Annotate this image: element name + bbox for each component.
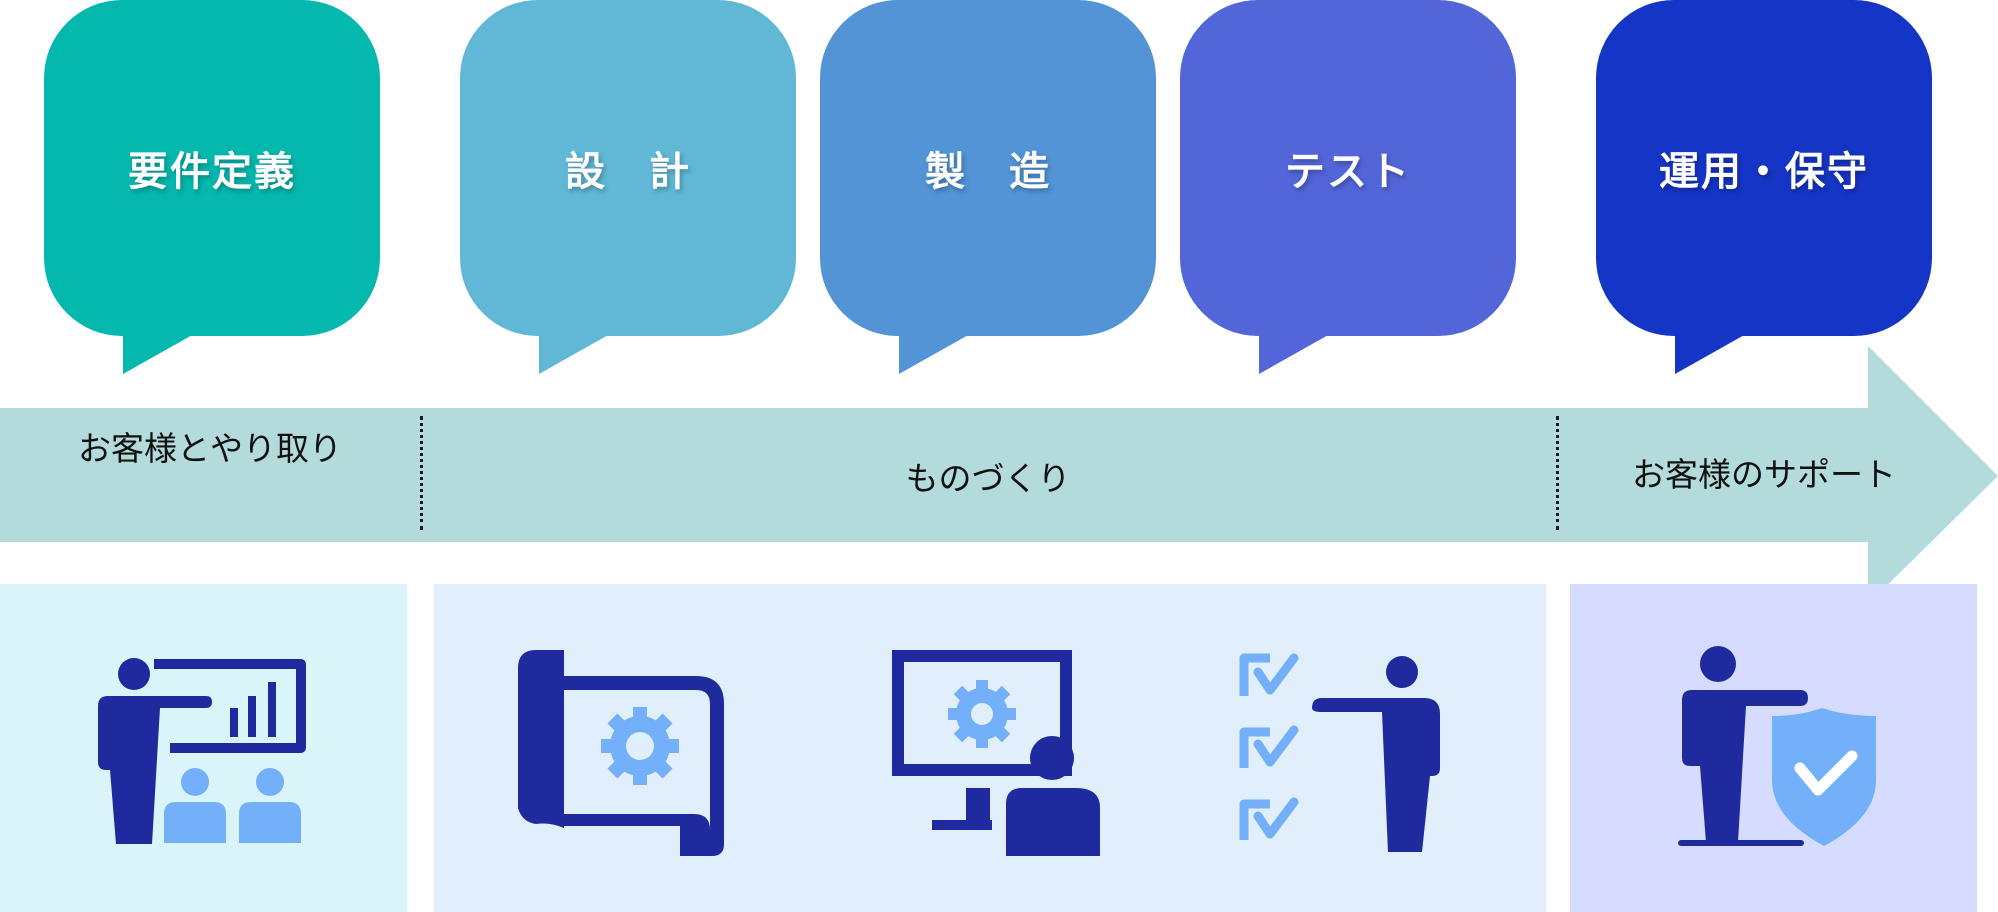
- bubble-tail: [539, 320, 610, 374]
- phase-bubble: 設 計: [460, 0, 796, 336]
- gear-tooth: [653, 759, 673, 779]
- segment-divider: [420, 416, 423, 530]
- phase-design: 設 計: [460, 0, 796, 374]
- gear-tooth: [653, 713, 673, 733]
- phase-operations: 運用・保守: [1596, 0, 1932, 374]
- gear-tooth: [607, 759, 627, 779]
- segment-customer-support: お客様のサポート: [1632, 455, 1896, 494]
- phase-label: テスト: [1285, 149, 1411, 195]
- segment-customer-interaction: お客様とやり取り: [78, 429, 342, 468]
- support-shield-icon: [1678, 646, 1876, 846]
- bubble-tail: [123, 320, 194, 374]
- phase-label: 要件定義: [128, 149, 296, 195]
- phase-manufacturing: 製 造: [820, 0, 1156, 374]
- phase-requirements: 要件定義: [44, 0, 380, 374]
- bubble-tail: [899, 320, 970, 374]
- phase-bubble: 要件定義: [44, 0, 380, 336]
- phase-label: 運用・保守: [1659, 149, 1869, 195]
- bubble-tail: [1259, 320, 1330, 374]
- phase-label: 製 造: [925, 149, 1051, 195]
- phase-bubble: 製 造: [820, 0, 1156, 336]
- presentation-icon: [98, 658, 306, 844]
- bubble-tail: [1675, 320, 1746, 374]
- gear-tooth: [607, 713, 627, 733]
- segment-divider: [1556, 416, 1559, 530]
- phase-bubble: 運用・保守: [1596, 0, 1932, 336]
- phase-bubble: テスト: [1180, 0, 1516, 336]
- blueprint-gear-icon: [518, 650, 724, 856]
- computer-engineer-icon: [892, 650, 1100, 856]
- checklist-person-icon: [1239, 653, 1440, 852]
- phase-test: テスト: [1180, 0, 1516, 374]
- segment-manufacturing: ものづくり: [905, 459, 1071, 498]
- phase-label: 設 計: [565, 149, 691, 195]
